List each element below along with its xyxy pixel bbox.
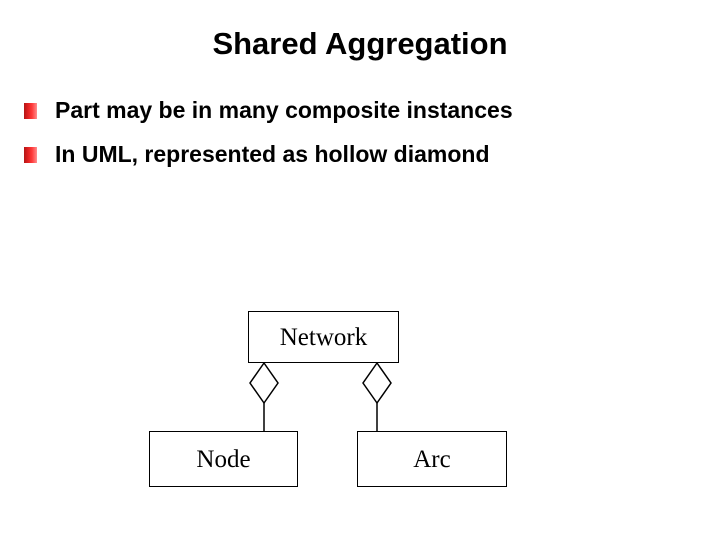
hollow-diamond-icon [362,361,392,405]
list-item: Part may be in many composite instances [24,96,684,140]
uml-class-box-node: Node [149,431,298,487]
list-item-label: In UML, represented as hollow diamond [55,141,490,167]
hollow-diamond-icon [249,361,279,405]
uml-class-box-arc: Arc [357,431,507,487]
bullet-list: Part may be in many composite instances … [24,96,684,184]
list-item: In UML, represented as hollow diamond [24,140,684,184]
list-item-label: Part may be in many composite instances [55,97,513,123]
uml-class-name: Arc [413,445,451,473]
page-title: Shared Aggregation [212,26,508,61]
uml-class-name: Network [279,323,368,351]
red-square-bullet-icon [24,147,37,163]
uml-class-box-network: Network [248,311,399,363]
uml-class-name: Node [196,445,251,473]
red-square-bullet-icon [24,103,37,119]
